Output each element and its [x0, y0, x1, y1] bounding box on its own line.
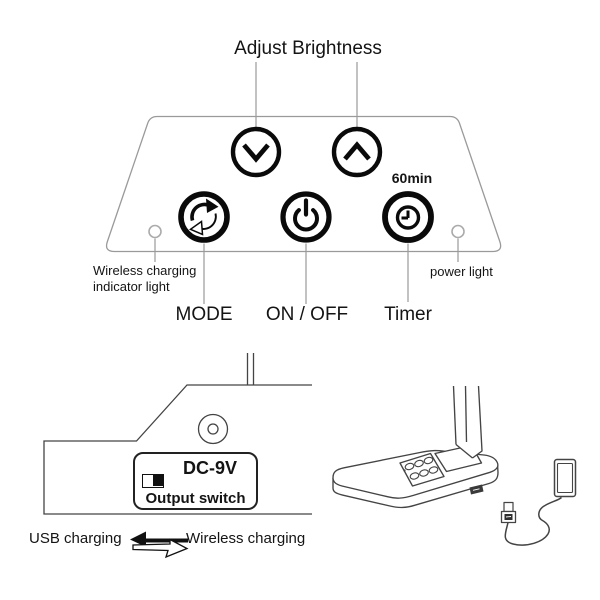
lamp-base-side — [332, 463, 499, 509]
wireless-indicator-label-line1: Wireless charging — [93, 263, 197, 278]
wireless-charging-caption: Wireless charging — [186, 530, 306, 547]
adjust-brightness-label: Adjust Brightness — [234, 38, 382, 59]
slide-switch-knob — [153, 475, 163, 486]
timer-60min-label: 60min — [391, 170, 433, 186]
mode-label: MODE — [175, 304, 233, 325]
wireless-indicator-label: Wireless charging indicator light — [93, 263, 196, 294]
lamp-arm — [452, 385, 483, 459]
brightness-up-button — [331, 126, 383, 178]
on-off-label: ON / OFF — [265, 304, 349, 325]
concentric-circle-inner — [207, 423, 219, 435]
swap-arrows-icon — [130, 531, 189, 559]
usb-port — [469, 484, 484, 495]
phone — [553, 458, 577, 498]
brightness-down-button — [230, 126, 282, 178]
clock-icon — [395, 205, 421, 230]
chevron-up-icon — [343, 141, 371, 161]
timer-button — [382, 191, 434, 243]
output-switch-label: Output switch — [145, 490, 246, 507]
usb-cable — [504, 496, 562, 546]
power-button — [280, 191, 332, 243]
wireless-indicator-label-line2: indicator light — [93, 278, 170, 294]
base-profile-outline — [43, 384, 312, 515]
timer-label: Timer — [384, 304, 432, 325]
usb-plug — [500, 501, 517, 524]
dc-9v-label: DC-9V — [182, 458, 237, 478]
base-side-view — [43, 353, 312, 515]
wireless-charging-pad — [399, 452, 445, 487]
usb-charging-caption: USB charging — [29, 530, 122, 547]
chevron-down-icon — [242, 143, 270, 163]
concentric-circle-outer — [197, 413, 229, 445]
output-switch-panel: DC-9V Output switch — [133, 452, 258, 510]
cycle-arrows-icon — [188, 198, 219, 236]
wireless-indicator-light-icon — [148, 224, 162, 239]
slide-switch-icon — [142, 474, 164, 488]
control-panel-outline — [105, 115, 502, 253]
mode-button — [178, 191, 230, 243]
power-light-icon — [451, 224, 465, 239]
power-light-label: power light — [430, 264, 493, 279]
power-symbol-icon — [293, 198, 319, 232]
lamp-illustration — [332, 385, 577, 546]
